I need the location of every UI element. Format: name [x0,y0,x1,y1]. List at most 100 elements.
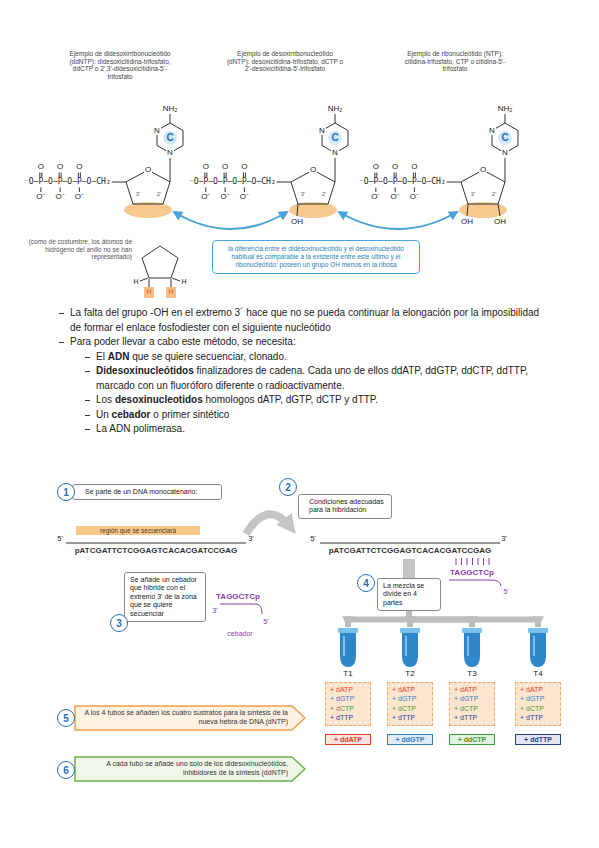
callout-number: 6 [63,765,69,776]
bond [170,114,171,123]
dna-sequence: pATCGATTCTCGGAGTCACACGATCCGAG [75,546,238,555]
bond [80,173,81,178]
bullet-text: La falta del grupo -OH en el extremo 3´ … [70,307,539,333]
node-text: + ddGTP [391,736,429,743]
structure-heading: Ejemplo de desoxirribonucleótido (dNTP):… [226,50,344,73]
phosphate-chain: ⁻O–P–O–P–O–P–O–CH₂ [359,177,446,186]
bullet-item: Para poder llevar a cabo este método, se… [70,335,550,350]
atom-label: O [373,162,379,171]
node-text: + ddCTP [453,736,491,743]
callout-number: 2 [279,478,297,496]
node-text: la diferencia entre el didesoxinucleótid… [219,245,413,269]
hydroxyl-label: OH [291,217,303,226]
bullet-item: La falta del grupo -OH en el extremo 3´ … [70,306,550,335]
bond [224,173,225,178]
atom-label: O [57,162,63,171]
node-text: + dTTP [520,713,556,722]
bond [374,173,375,178]
carbon-number: 3' [136,191,140,198]
strand-end: 5' [503,588,509,597]
carbon-number: 2' [492,191,496,198]
node-text: + dTTP [454,713,490,722]
atom-label: O⁻ [201,192,210,201]
bond [447,182,461,183]
tube-shape [397,628,423,668]
ddntp-box: + ddGTP [387,734,433,745]
base-badge [328,131,342,145]
callout-number: 3 [110,614,128,632]
node-text: + dCTP [392,704,428,713]
bond [414,188,415,193]
atom-label: O⁻ [391,192,400,201]
bond [394,173,395,178]
ddntp-box: + ddTTP [515,734,561,745]
dna-strand [320,543,500,544]
bullet-text: Para poder llevar a cabo este método, se… [70,336,296,347]
atom-label: O [222,162,228,171]
carbon-number: 3' [301,191,305,198]
step-box: Condiciones adecuadas para la hibridació… [298,494,392,519]
comparison-arrow [174,212,287,229]
primer-sequence: TAGGCTCp [450,568,494,577]
callout-number: 3 [116,618,122,629]
bond [206,173,207,178]
atom-label: O⁻ [75,192,84,201]
atom-label: O⁻ [371,192,380,201]
atom-label: N [318,126,326,135]
line-shape [483,558,484,565]
base-letter: C [501,132,508,144]
line-shape [467,558,468,565]
node-text: + dTTP [392,713,428,722]
bond [297,204,298,216]
atom-label: H [133,278,138,286]
atom-label: O [411,162,417,171]
tube-body [402,633,418,667]
node-text: + dCTP [454,704,490,713]
node-text: La mezcla se divide en 4 partes [383,582,435,607]
bond [413,173,414,178]
highlight [166,287,176,298]
strand-end: 5' [310,535,316,544]
carbon-number: 2' [322,191,326,198]
strand-end: 3' [248,535,254,544]
reagent-box: + dATP+ dGTP+ dCTP+ dTTP [449,682,495,726]
structure-heading: Ejemplo de ribonucleótido (NTP): citidin… [396,50,514,73]
sugar-ring [126,170,170,204]
bullet-text: Un [96,409,109,420]
ring-outline [142,246,178,278]
highlight [144,287,154,298]
reagent-box: + dATP+ dGTP+ dCTP+ dTTP [387,682,433,726]
tube-shine [343,636,345,656]
atom-label: H [146,288,151,296]
node-text: + dATP [454,685,490,694]
molecule-drawing [40,114,518,218]
base-badge [163,131,177,145]
bond [277,182,291,183]
node-text: Condiciones adecuadas para la hibridació… [309,498,386,515]
bond [467,204,468,216]
bullet-item: La ADN polimerasa. [96,422,550,437]
atom-label: O [392,162,398,171]
atom-label: O⁻ [240,192,249,201]
bullet-text: El [96,351,105,362]
bond [41,173,42,178]
test-tube: T1 [335,628,361,678]
atom-label: N [331,148,339,157]
node-text: Se añade un cebador que hibride con el e… [130,576,200,618]
bold-term: Didesoxinucleótidos [96,365,194,376]
reagent-box: + dATP+ dGTP+ dCTP+ dTTP [325,682,371,726]
atom-label: O [309,165,317,174]
tube-cap [338,628,358,633]
node-text: T1 [335,628,361,678]
step-band: A los 4 tubos se añaden los cuatro sustr… [74,705,306,731]
callout-number: 2 [285,482,291,493]
test-tube: T2 [397,628,423,678]
bond [244,188,245,193]
bond [245,173,246,178]
step-box: La mezcla se divide en 4 partes [377,578,441,611]
atom-label: O [479,165,487,174]
line-shape [472,558,473,565]
band-outline [75,757,305,781]
tube-shine [467,636,469,656]
tube-cap [462,628,482,633]
